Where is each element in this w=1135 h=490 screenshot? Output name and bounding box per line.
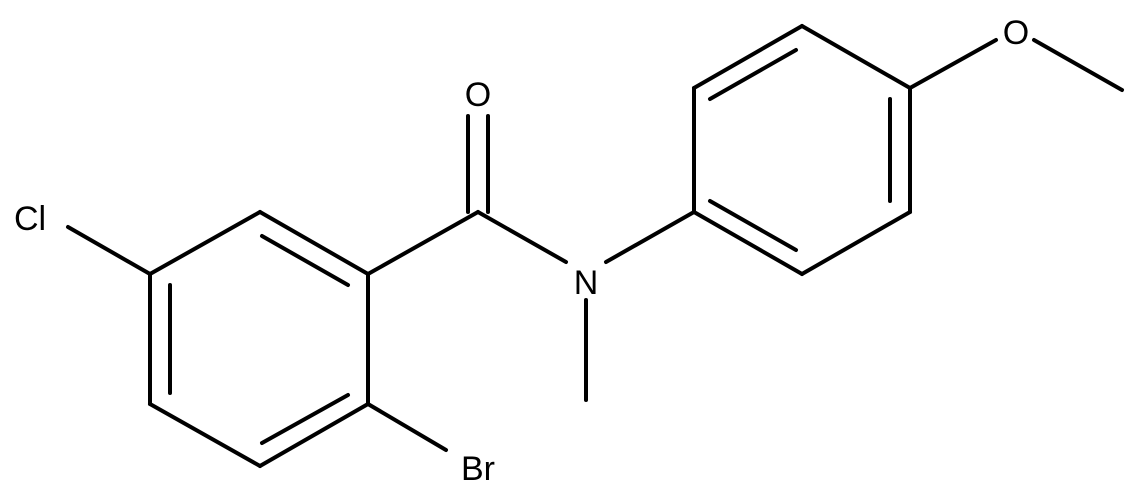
double-bond-inner bbox=[260, 393, 350, 445]
bond bbox=[258, 210, 370, 276]
atom-label-chlorine: Cl bbox=[14, 200, 46, 238]
bond-to-bromine bbox=[366, 402, 448, 452]
atom-label-carbonyl-oxygen: O bbox=[465, 76, 491, 114]
methoxyphenyl-ring bbox=[692, 24, 912, 276]
bond bbox=[258, 402, 370, 468]
bond bbox=[692, 24, 804, 90]
bond-ether-oxygen-to-methyl bbox=[1032, 38, 1124, 92]
bond-to-chlorine bbox=[66, 225, 152, 276]
atom-label-nitrogen: N bbox=[574, 264, 599, 302]
chlorobromo-benzene-ring bbox=[148, 210, 370, 468]
bond bbox=[148, 210, 262, 276]
bond-nitrogen-to-aryl bbox=[604, 210, 696, 264]
bond bbox=[800, 24, 912, 90]
atom-label-ether-oxygen: O bbox=[1003, 14, 1029, 52]
bond-carbonyl-to-nitrogen bbox=[476, 210, 568, 264]
bond bbox=[800, 210, 912, 276]
bond bbox=[148, 402, 262, 468]
bond bbox=[692, 210, 804, 276]
double-bond-inner bbox=[708, 199, 798, 252]
bond-ring-to-ether-oxygen bbox=[908, 38, 998, 90]
double-bond-inner bbox=[260, 234, 350, 287]
atom-label-bromine: Br bbox=[461, 450, 495, 488]
bond-ring-to-carbonyl bbox=[366, 210, 480, 276]
double-bond-inner bbox=[708, 48, 798, 101]
